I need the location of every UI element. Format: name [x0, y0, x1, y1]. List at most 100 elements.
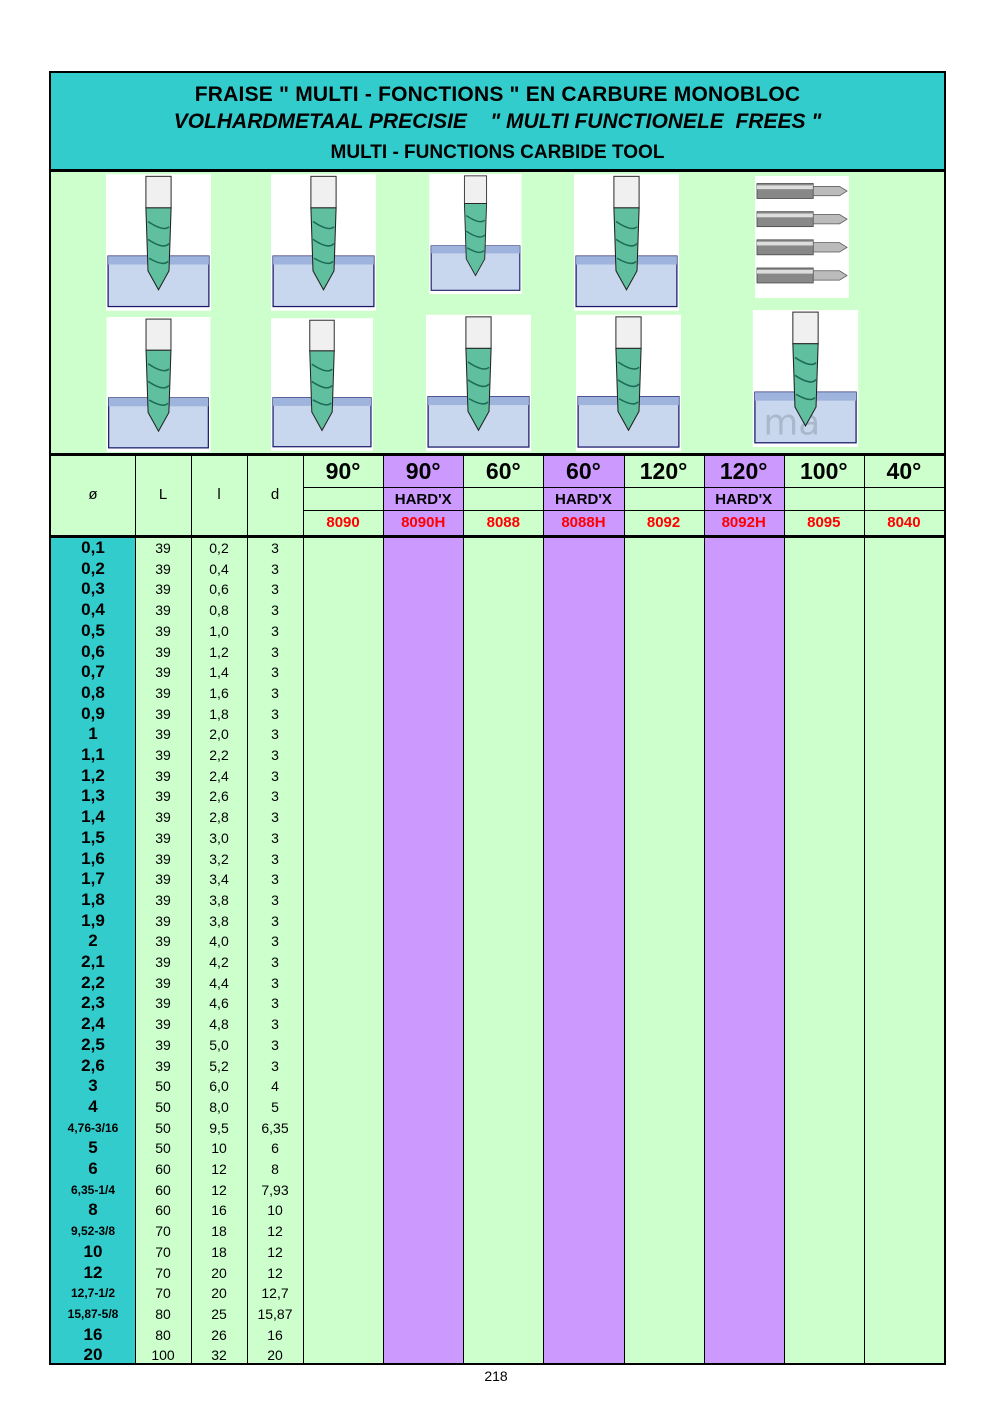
diameter-cell: 1,9 [81, 910, 105, 930]
drill-bit-edge-chamfer-icon [574, 174, 679, 311]
shank-cell: 3 [271, 933, 279, 950]
length-cell: 100 [151, 1347, 175, 1364]
diameter-cell: 1,5 [81, 827, 105, 847]
diameter-cell: 15,87-5/8 [67, 1306, 119, 1321]
diameter-cell: 6,35-1/4 [70, 1182, 116, 1197]
shank-cell: 3 [271, 726, 279, 743]
column-divider [623, 456, 625, 1363]
length-cell: 39 [155, 788, 171, 805]
angle-header: 90° [405, 458, 441, 484]
shank-cell: 3 [271, 622, 279, 639]
shank-cell: 12 [267, 1223, 283, 1240]
shank-cell: 8 [271, 1161, 279, 1177]
cut-length-cell: 1,4 [209, 664, 229, 681]
title-english: MULTI - FUNCTIONS CARBIDE TOOL [330, 142, 665, 163]
shank-cell: 3 [271, 602, 279, 619]
drill-bit-chamfer-icon [106, 174, 211, 311]
length-cell: 70 [155, 1223, 171, 1240]
hardx-label: HARD'X [394, 491, 452, 508]
length-cell: 70 [155, 1264, 171, 1281]
diameter-cell: 1,8 [81, 889, 105, 909]
cut-length-cell: 2,8 [209, 809, 229, 826]
drill-bit-vslot-icon [271, 318, 373, 451]
title-french: FRAISE " MULTI - FONCTIONS " EN CARBURE … [194, 83, 801, 106]
drill-bit-logo-block-icon: ma [752, 310, 859, 447]
shank-cell: 3 [271, 747, 279, 763]
product-code: 8040 [887, 514, 921, 531]
shank-header: d [270, 486, 280, 503]
diameter-cell: 2,2 [81, 972, 105, 992]
catalog-page-frame: FRAISE " MULTI - FONCTIONS " EN CARBURE … [49, 71, 946, 1365]
diameter-cell: 4,76-3/16 [67, 1120, 119, 1135]
length-cell: 39 [155, 540, 171, 556]
length-cell: 39 [155, 995, 171, 1012]
drill-bit-groove-icon [106, 317, 211, 452]
shank-cell: 3 [271, 705, 279, 722]
column-divider [783, 456, 785, 1363]
shank-cell: 6 [271, 1140, 279, 1157]
column-divider [135, 456, 136, 1363]
diameter-cell: 1,7 [81, 869, 105, 889]
column-divider [703, 456, 705, 1363]
title-dutch: VOLHARDMETAAL PRECISIE " MULTI FUNCTIONE… [173, 110, 822, 133]
length-cell: 39 [155, 809, 171, 826]
drill-bit-countersink-icon [429, 174, 522, 294]
drill-bit-step-icon [576, 314, 681, 452]
hardx-column-bg [543, 456, 624, 1363]
length-header: L [158, 486, 168, 503]
cut-length-cell: 0,8 [209, 602, 229, 619]
cut-length-header: l [217, 486, 221, 503]
length-cell: 39 [155, 1016, 171, 1033]
shank-cell: 12 [267, 1264, 283, 1281]
diameter-cell: 2,4 [81, 1014, 105, 1034]
hardx-label: HARD'X [554, 491, 612, 508]
length-cell: 50 [155, 1098, 171, 1115]
cut-length-cell: 1,6 [209, 684, 229, 701]
length-cell: 39 [155, 891, 171, 908]
shank-cell: 16 [267, 1326, 283, 1343]
column-divider [463, 456, 465, 1363]
length-cell: 60 [155, 1202, 171, 1219]
length-cell: 39 [155, 954, 171, 970]
cut-length-cell: 4,8 [209, 1016, 229, 1033]
angle-header: 120° [639, 458, 688, 484]
diameter-cell: 2,5 [81, 1034, 105, 1054]
cut-length-cell: 4,4 [209, 974, 229, 991]
cut-length-cell: 6,0 [209, 1078, 229, 1095]
cut-length-cell: 10 [211, 1140, 227, 1157]
length-cell: 60 [155, 1181, 171, 1198]
diameter-cell: 9,52-3/8 [70, 1224, 116, 1239]
product-code: 8090 [326, 514, 360, 531]
cut-length-cell: 16 [211, 1202, 227, 1219]
diameter-cell: 12,7-1/2 [70, 1286, 116, 1301]
diameter-cell: 0,3 [81, 579, 105, 599]
angle-header: 60° [485, 458, 521, 484]
length-cell: 70 [155, 1285, 171, 1302]
diameter-cell: 1,2 [81, 765, 105, 785]
shank-cell: 3 [271, 788, 279, 805]
diameter-cell: 5 [88, 1138, 98, 1158]
cut-length-cell: 1,0 [209, 622, 229, 639]
cut-length-cell: 3,8 [209, 912, 229, 929]
cut-length-cell: 2,6 [209, 788, 229, 805]
diameter-cell: 1 [88, 724, 98, 744]
shank-cell: 3 [271, 684, 279, 701]
cut-length-cell: 3,0 [209, 829, 229, 846]
page-number: 218 [484, 1368, 508, 1384]
